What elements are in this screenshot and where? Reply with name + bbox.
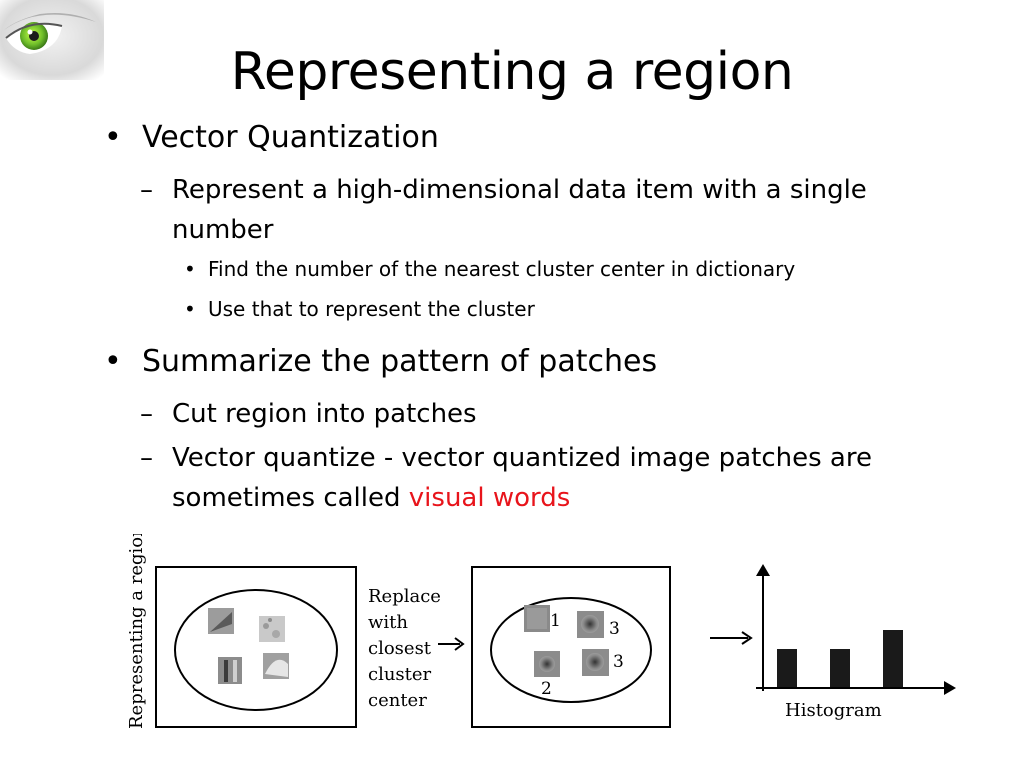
bullet-level1: • Summarize the pattern of patches — [100, 342, 960, 382]
replace-line: center — [368, 690, 427, 711]
eye-logo — [0, 0, 104, 80]
bullet-list: • Vector Quantization – Represent a high… — [100, 118, 960, 522]
cluster-number: 3 — [613, 652, 624, 672]
arrow-right-icon — [710, 631, 753, 645]
bullet-level3: • Find the number of the nearest cluster… — [100, 254, 960, 284]
bullet-text: Cut region into patches — [172, 399, 477, 429]
replace-label: Replace with closest cluster center — [368, 586, 441, 711]
bullet-level2: – Represent a high-dimensional data item… — [100, 170, 960, 250]
histogram: Histogram — [756, 564, 956, 721]
dash-marker: – — [140, 399, 153, 429]
cluster-patch — [577, 611, 604, 638]
replace-line: Replace — [368, 586, 441, 607]
histogram-bars — [777, 630, 903, 687]
histogram-bar — [777, 649, 797, 687]
bullet-text: Represent a high-dimensional data item w… — [172, 175, 867, 245]
replace-line: cluster — [368, 664, 432, 685]
arrow-right-icon — [438, 637, 465, 651]
cluster-patch — [524, 605, 550, 632]
highlight-text: visual words — [408, 483, 571, 513]
image-patch — [218, 657, 242, 684]
image-patch — [259, 616, 285, 642]
bullet-marker: • — [184, 297, 196, 321]
cluster-number: 2 — [541, 679, 552, 699]
region-ellipse-2 — [490, 597, 652, 703]
arrow-up-icon — [756, 564, 770, 576]
histogram-label: Histogram — [785, 700, 882, 721]
replace-line: closest — [368, 638, 432, 659]
side-label: Representing a region — [126, 534, 147, 729]
eye-icon — [0, 0, 104, 80]
image-patch — [263, 653, 289, 679]
histogram-bar — [830, 649, 850, 687]
cluster-patch — [534, 651, 560, 677]
bullet-text: Vector quantize - vector quantized image… — [172, 443, 872, 513]
bullet-level1: • Vector Quantization — [100, 118, 960, 158]
dash-marker: – — [140, 175, 153, 205]
dash-marker: – — [140, 443, 153, 473]
bullet-level2: – Vector quantize - vector quantized ima… — [100, 438, 960, 518]
bullet-level3: • Use that to represent the cluster — [100, 294, 960, 324]
cluster-number: 1 — [550, 611, 561, 631]
region-ellipse-1 — [174, 589, 338, 711]
image-patch — [208, 608, 234, 634]
slide-title: Representing a region — [230, 42, 794, 102]
bullet-marker: • — [104, 120, 122, 155]
arrow-right-icon — [944, 681, 956, 695]
bullet-text: Vector Quantization — [142, 120, 439, 155]
region-panel-1 — [155, 566, 357, 728]
figure-svg: Representing a region Replace with close… — [126, 525, 956, 729]
region-figure: Representing a region Replace with close… — [120, 525, 960, 754]
bullet-text: Summarize the pattern of patches — [142, 344, 658, 379]
replace-line: with — [368, 612, 408, 633]
cluster-patch — [582, 649, 609, 676]
histogram-bar — [883, 630, 903, 687]
bullet-marker: • — [104, 344, 122, 379]
bullet-text: Find the number of the nearest cluster c… — [208, 257, 796, 281]
bullet-level2: – Cut region into patches — [100, 394, 960, 434]
region-panel-2 — [471, 566, 671, 728]
cluster-number: 3 — [609, 619, 620, 639]
bullet-marker: • — [184, 257, 196, 281]
bullet-text: Use that to represent the cluster — [208, 297, 535, 321]
